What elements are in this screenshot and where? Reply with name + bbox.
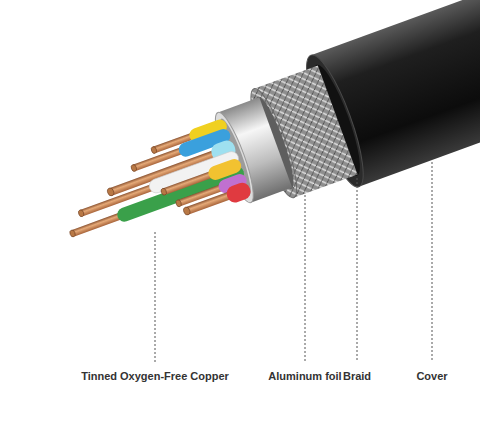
leader-line	[305, 195, 306, 362]
conductor	[181, 181, 253, 221]
leader-line	[357, 178, 358, 362]
leader-lines	[155, 162, 432, 362]
insulation-red	[224, 181, 252, 205]
copper-tip	[78, 209, 85, 217]
part-label: Aluminum foil	[268, 370, 341, 382]
leader-line	[155, 232, 156, 362]
copper-tip	[106, 187, 114, 197]
part-label: Braid	[343, 370, 371, 382]
part-label: Tinned Oxygen-Free Copper	[81, 370, 229, 382]
copper-tip	[130, 164, 137, 172]
copper-strand	[185, 191, 232, 215]
cable-body	[41, 0, 480, 285]
copper-tip	[175, 199, 182, 207]
part-label: Cover	[416, 370, 447, 382]
copper-tip	[150, 146, 157, 154]
copper-tip	[160, 188, 167, 196]
copper-tip	[69, 229, 76, 237]
copper-strand	[71, 212, 122, 236]
leader-line	[432, 162, 433, 362]
copper-tip	[183, 206, 191, 216]
